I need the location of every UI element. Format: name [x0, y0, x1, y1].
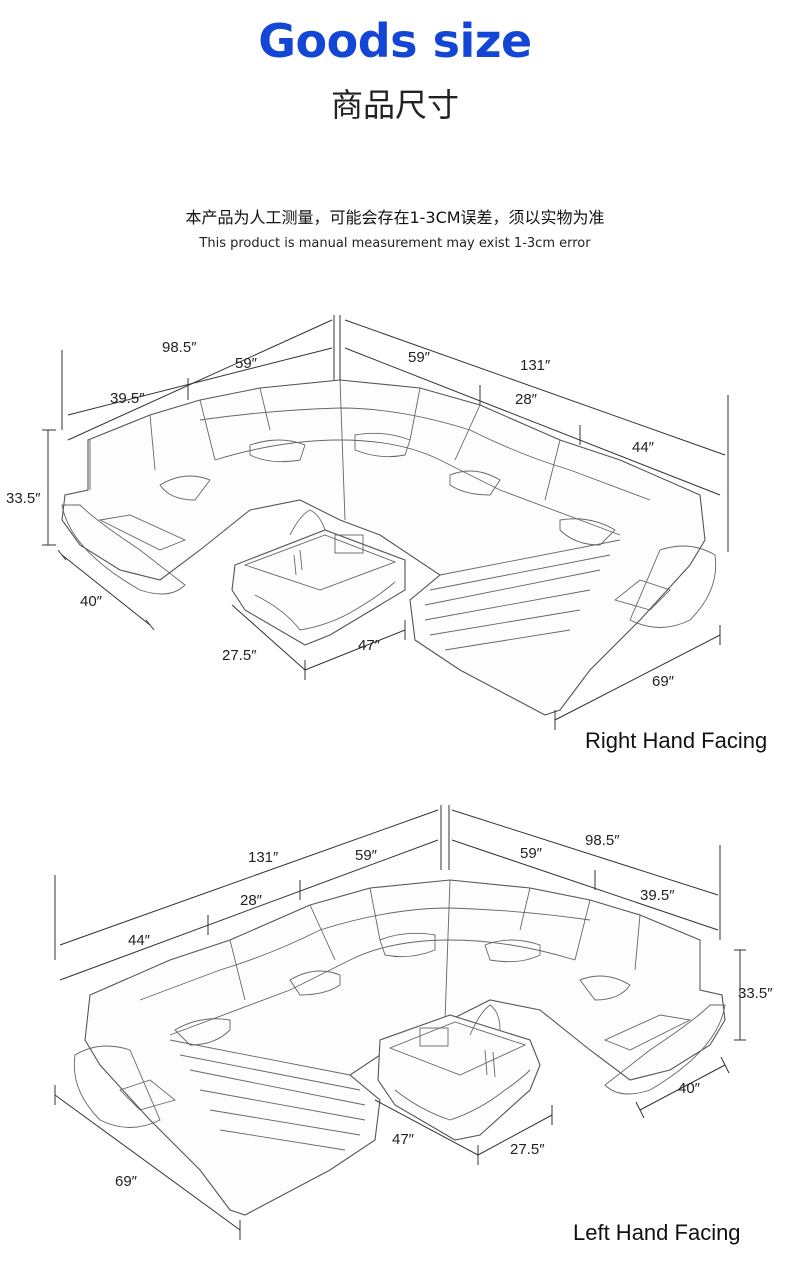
dimension-lines — [54, 805, 746, 1240]
sofa-drawing-left: 131″ 59″ 28″ 44″ 59″ 98.5″ 39.5″ 33.5″ 4… — [54, 805, 773, 1245]
dim-69: 69″ — [115, 1173, 138, 1190]
dim-40: 40″ — [80, 593, 103, 610]
dim-98-5: 98.5″ — [162, 339, 197, 356]
dim-59-right: 59″ — [520, 845, 543, 862]
dim-39-5: 39.5″ — [640, 887, 675, 904]
dim-59-left: 59″ — [235, 355, 258, 372]
sofa-illustration — [73, 879, 726, 1216]
dim-27-5: 27.5″ — [222, 647, 257, 664]
dim-28: 28″ — [515, 391, 538, 408]
dimension-lines — [42, 315, 729, 730]
page-subtitle-cn: 商品尺寸 — [330, 86, 459, 124]
dim-59-right: 59″ — [408, 349, 431, 366]
page-title: Goods size — [258, 14, 532, 68]
dim-47: 47″ — [392, 1131, 415, 1148]
coffee-table — [377, 1004, 541, 1141]
facing-label-left: Left Hand Facing — [573, 1220, 741, 1245]
dimension-labels: 131″ 59″ 28″ 44″ 59″ 98.5″ 39.5″ 33.5″ 4… — [115, 832, 773, 1190]
dim-47: 47″ — [358, 637, 381, 654]
dim-39-5: 39.5″ — [110, 390, 145, 407]
dim-27-5: 27.5″ — [510, 1141, 545, 1158]
dim-131: 131″ — [248, 849, 279, 866]
dim-28: 28″ — [240, 892, 263, 909]
dim-33-5: 33.5″ — [6, 490, 41, 507]
dim-98-5: 98.5″ — [585, 832, 620, 849]
coffee-table — [231, 509, 406, 646]
dim-33-5: 33.5″ — [738, 985, 773, 1002]
measurement-note-cn: 本产品为人工测量，可能会存在1-3CM误差，须以实物为准 — [185, 208, 605, 227]
sofa-illustration — [61, 379, 717, 716]
dim-59-left: 59″ — [355, 847, 378, 864]
dim-44: 44″ — [128, 932, 151, 949]
measurement-note-en: This product is manual measurement may e… — [199, 236, 591, 251]
diagram-right-hand-facing: 98.5″ 59″ 39.5″ 59″ 131″ 28″ 44″ 33.5″ 4… — [0, 290, 790, 760]
dim-40: 40″ — [678, 1080, 701, 1097]
diagram-left-hand-facing: 131″ 59″ 28″ 44″ 59″ 98.5″ 39.5″ 33.5″ 4… — [0, 790, 790, 1260]
dim-69: 69″ — [652, 673, 675, 690]
dim-131: 131″ — [520, 357, 551, 374]
sofa-drawing-right: 98.5″ 59″ 39.5″ 59″ 131″ 28″ 44″ 33.5″ 4… — [6, 315, 767, 753]
dimension-labels: 98.5″ 59″ 39.5″ 59″ 131″ 28″ 44″ 33.5″ 4… — [6, 339, 675, 690]
dim-44: 44″ — [632, 439, 655, 456]
facing-label-right: Right Hand Facing — [585, 728, 767, 753]
